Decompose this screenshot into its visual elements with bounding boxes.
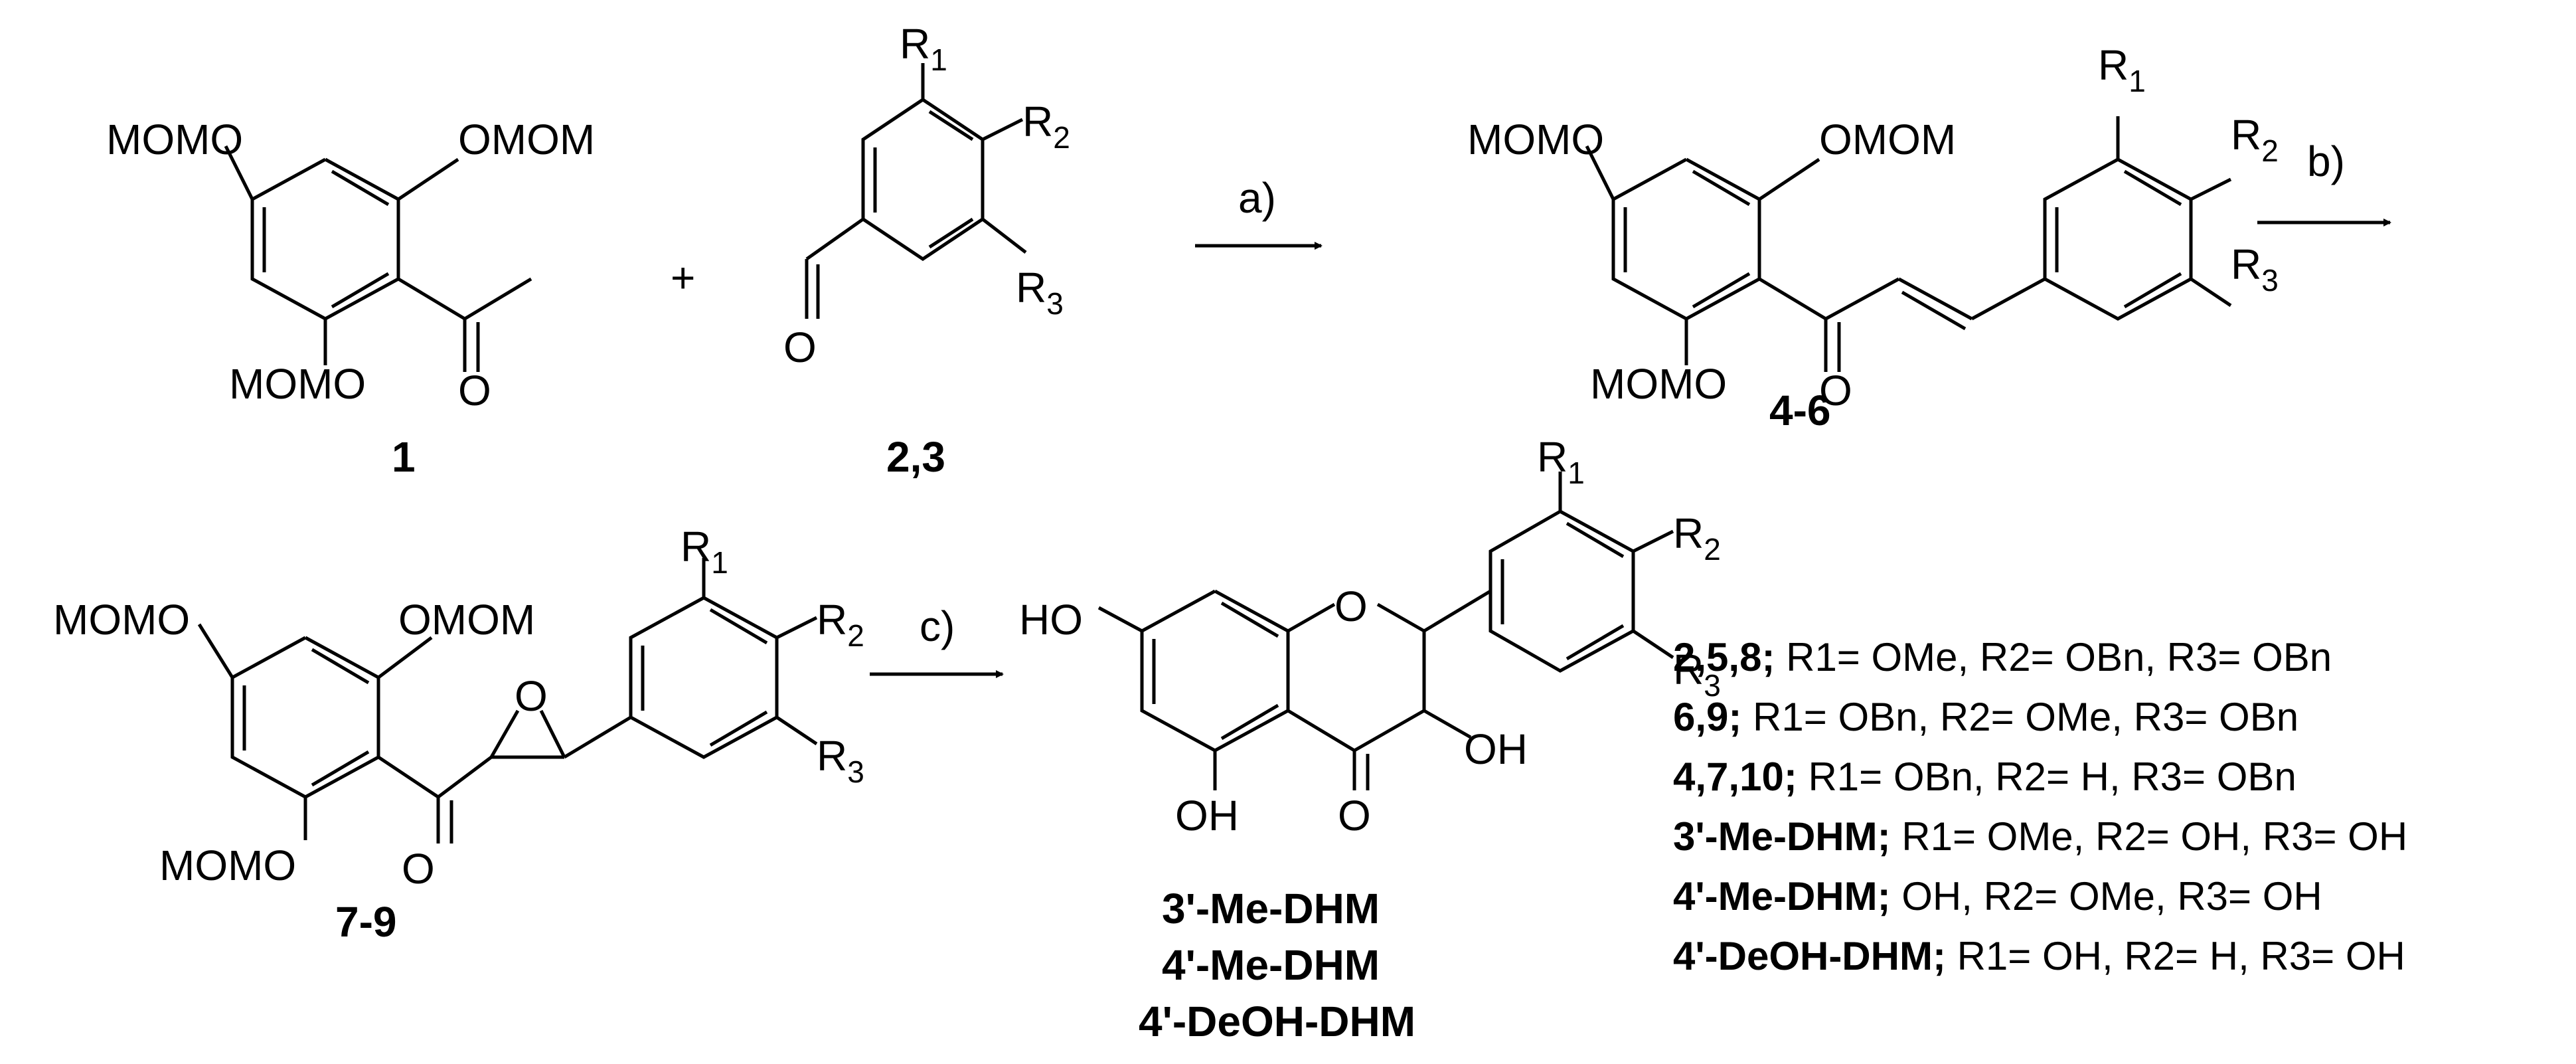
substituent-legend: 2,5,8; R1= OMe, R2= OBn, R3= OBn 6,9; R1… xyxy=(1673,635,2407,978)
r1-label-product: R1 xyxy=(1537,433,1585,490)
epoxide-o-label: O xyxy=(515,672,548,720)
oh-label-5: OH xyxy=(1175,792,1239,840)
compound-1-label: 1 xyxy=(392,433,416,481)
r2-label-2: R2 xyxy=(1022,98,1070,155)
mom-label-7a: MOMO xyxy=(53,596,190,644)
product-label-2: 4'-Me-DHM xyxy=(1162,941,1380,989)
mom-label-1a: MOMO xyxy=(106,116,243,163)
legend-row-6: 4'-DeOH-DHM; R1= OH, R2= H, R3= OH xyxy=(1673,934,2405,978)
r2-label-7: R2 xyxy=(817,596,864,653)
enone-o-label: O xyxy=(1819,367,1852,414)
plus-sign: + xyxy=(671,254,695,302)
step-b-label: b) xyxy=(2307,137,2345,185)
r3-label-product: R3 xyxy=(1673,646,1721,703)
r1-label-7: R1 xyxy=(681,523,728,580)
ketone-o-label: O xyxy=(458,367,491,414)
compound-1-structure xyxy=(224,145,532,372)
r2-label-product: R2 xyxy=(1673,509,1721,567)
mom-label-1b: MOMO xyxy=(229,360,366,408)
r3-label-4: R3 xyxy=(2231,240,2279,298)
product-structure xyxy=(1097,472,1674,790)
mom-label-4b: MOMO xyxy=(1590,360,1727,408)
r2-label-4: R2 xyxy=(2231,111,2279,168)
compound-4-6-structure xyxy=(1585,116,2232,372)
step-a-label: a) xyxy=(1238,174,1276,222)
mom-label-4a: MOMO xyxy=(1467,116,1604,163)
oh-label-3: OH xyxy=(1464,725,1528,773)
omom-label-7: OMOM xyxy=(398,596,535,644)
omom-label-4: OMOM xyxy=(1819,116,1956,163)
compound-7-9-structure xyxy=(197,558,818,843)
legend-row-3: 4,7,10; R1= OBn, R2= H, R3= OBn xyxy=(1673,754,2296,799)
compound-2-3-label: 2,3 xyxy=(886,433,945,481)
r3-label-2: R3 xyxy=(1016,264,1064,321)
r3-label-7: R3 xyxy=(817,732,864,789)
compound-4-6-label: 4-6 xyxy=(1769,387,1831,434)
aldehyde-o-label: O xyxy=(783,323,817,371)
legend-row-1: 2,5,8; R1= OMe, R2= OBn, R3= OBn xyxy=(1673,635,2332,679)
step-c-label: c) xyxy=(920,602,955,650)
compound-2-3-structure xyxy=(805,63,1027,319)
epoxy-ketone-o-label: O xyxy=(402,845,435,893)
product-label-1: 3'-Me-DHM xyxy=(1162,885,1380,932)
r1-label-4: R1 xyxy=(2098,41,2146,98)
ho-label-7: HO xyxy=(1019,596,1083,644)
product-label-3: 4'-DeOH-DHM xyxy=(1139,998,1415,1045)
r1-label-2: R1 xyxy=(900,20,947,77)
legend-row-4: 3'-Me-DHM; R1= OMe, R2= OH, R3= OH xyxy=(1673,814,2407,859)
carbonyl-o-label: O xyxy=(1338,792,1371,840)
compound-7-9-label: 7-9 xyxy=(335,898,397,946)
legend-row-2: 6,9; R1= OBn, R2= OMe, R3= OBn xyxy=(1673,695,2298,739)
legend-row-5: 4'-Me-DHM; OH, R2= OMe, R3= OH xyxy=(1673,874,2322,919)
ring-o-label: O xyxy=(1334,582,1368,630)
omom-label-1: OMOM xyxy=(458,116,595,163)
mom-label-7b: MOMO xyxy=(159,842,296,889)
